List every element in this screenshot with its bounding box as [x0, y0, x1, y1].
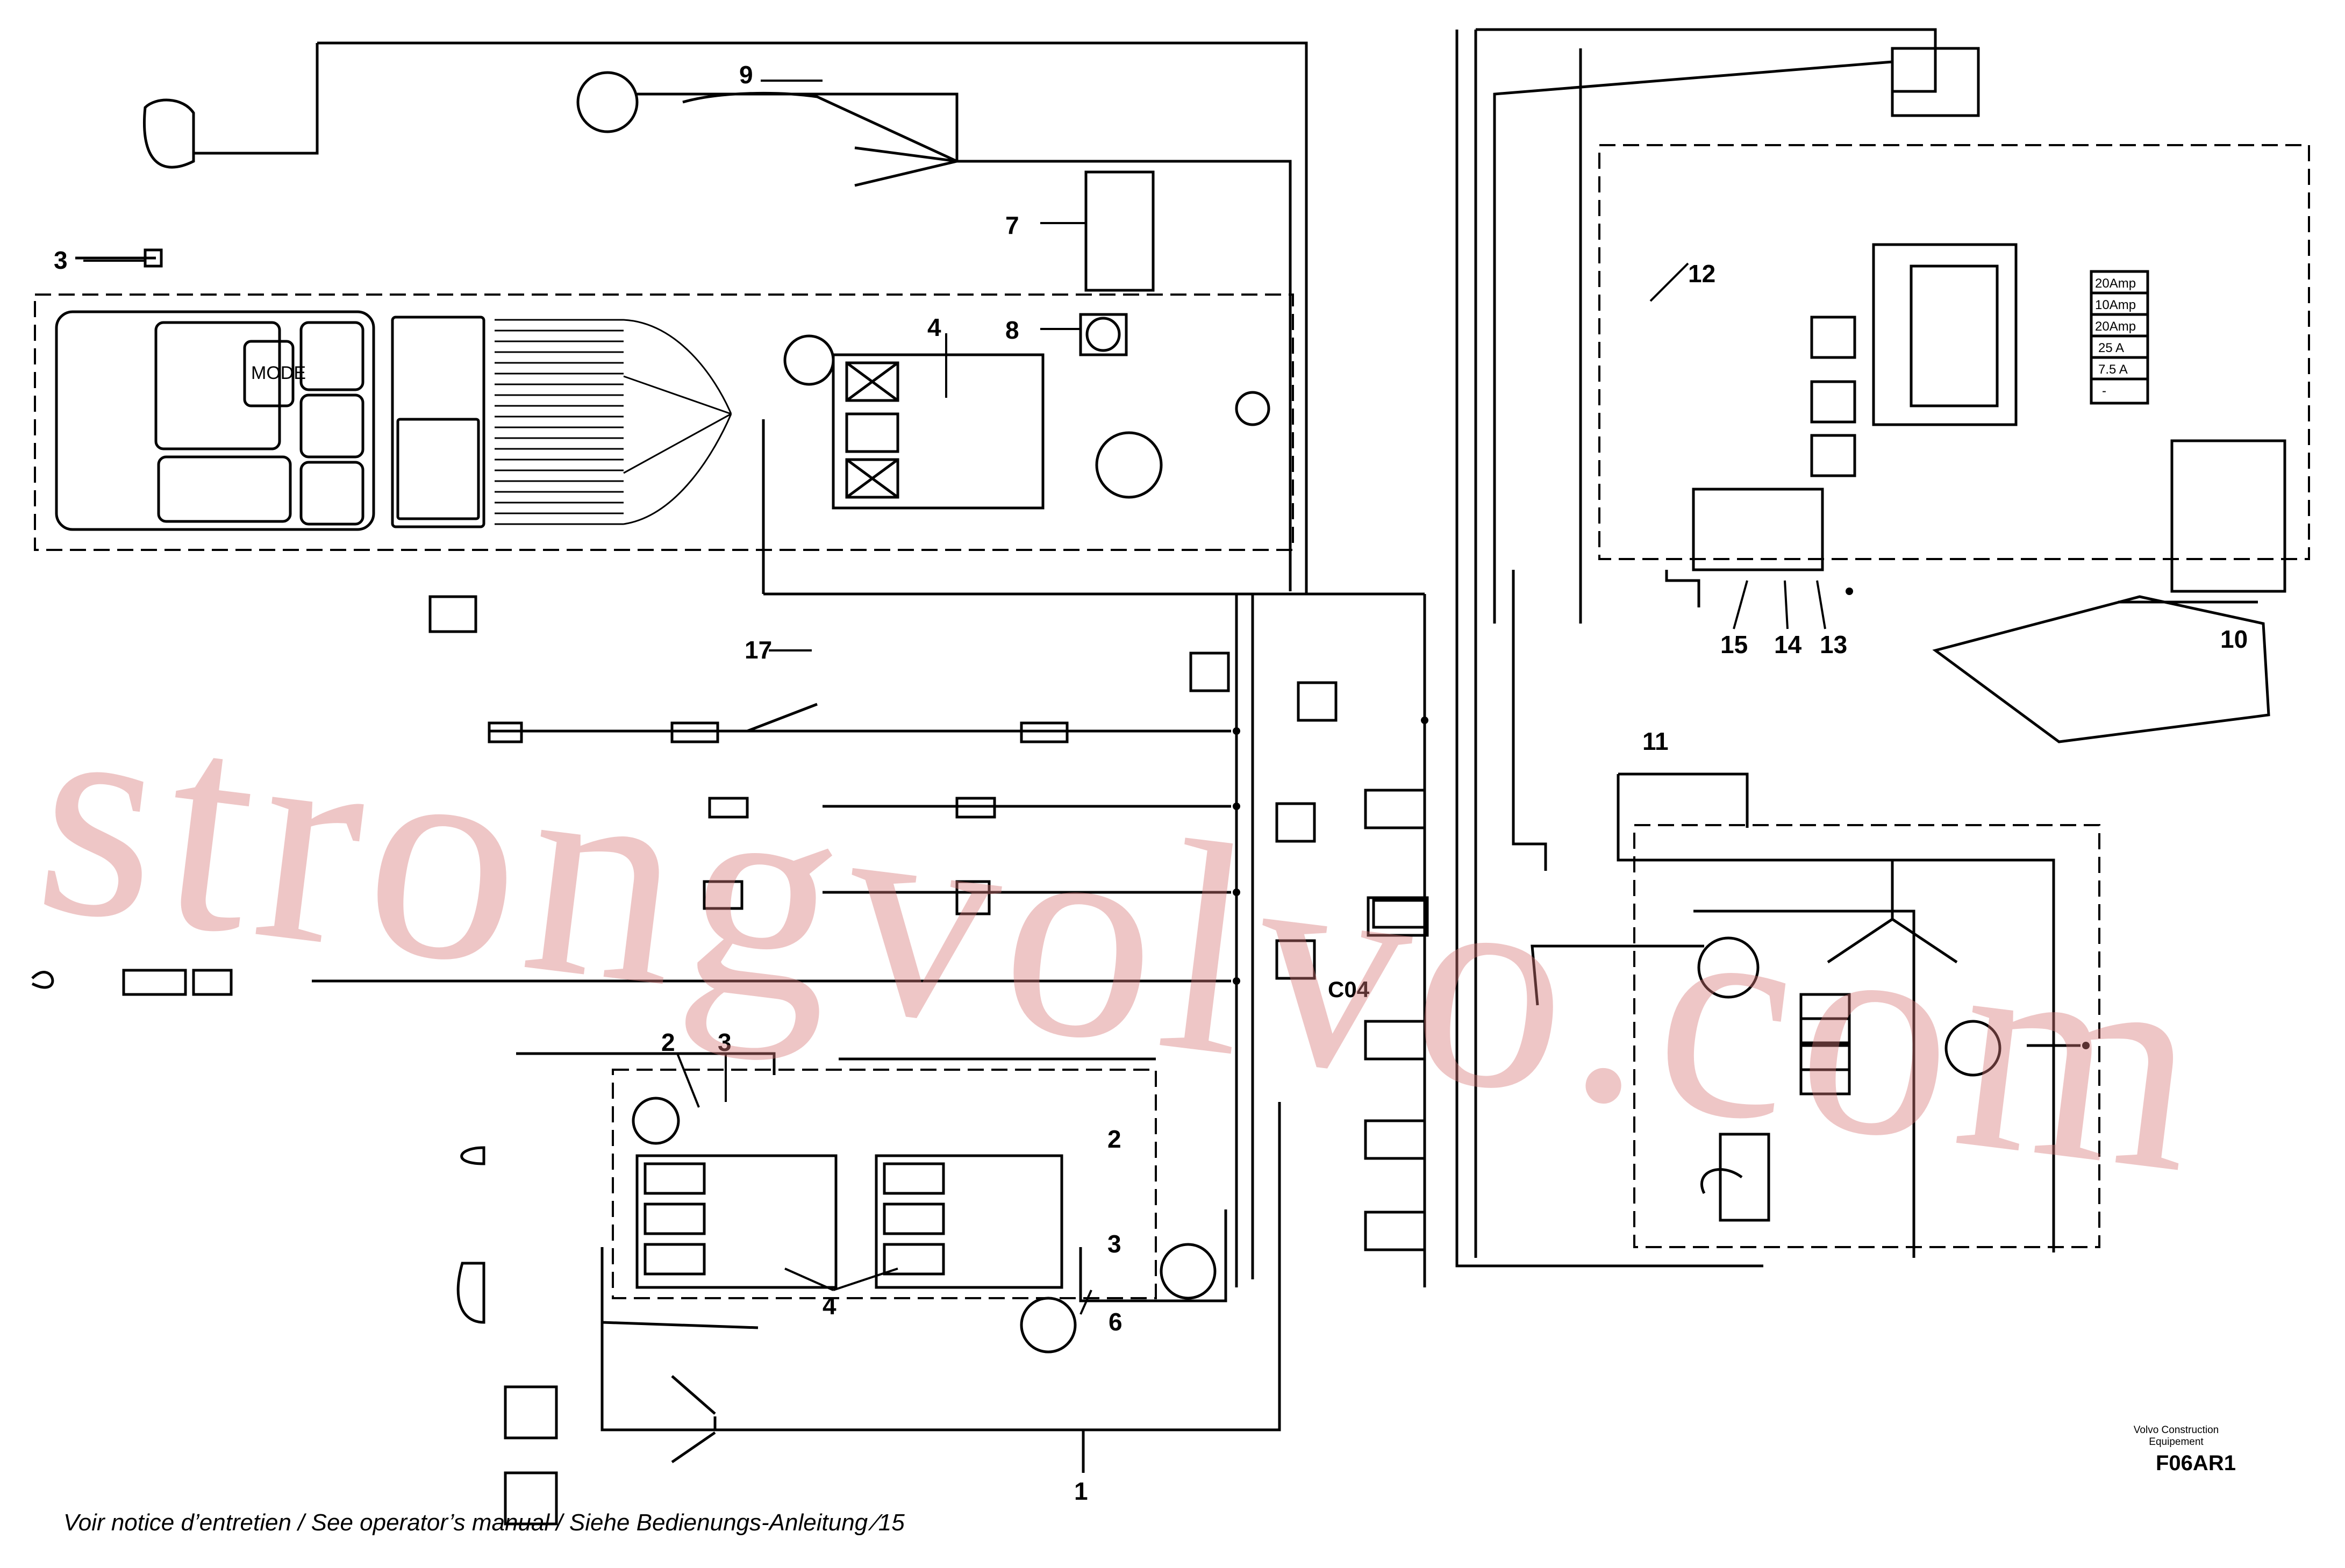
callout-10: 10: [2220, 625, 2248, 653]
manual-reference-caption: Voir notice d’entretien / See operator’s…: [63, 1509, 905, 1536]
instrument-panel-frame: [34, 293, 1294, 551]
fuse-rating-1: 20Amp: [2095, 276, 2136, 291]
brand-line-2: Equipement: [2149, 1436, 2204, 1448]
callout-12: 12: [1688, 260, 1715, 288]
callout-1: 1: [1074, 1477, 1088, 1505]
connector-c04-label: C04: [1328, 977, 1370, 1002]
callout-15: 15: [1720, 631, 1748, 658]
callout-14: 14: [1774, 631, 1802, 658]
fuse-rating-5: 7.5 A: [2098, 362, 2128, 377]
figure-reference-code: F06AR1: [2156, 1451, 2236, 1475]
callout-17: 17: [745, 636, 772, 664]
callout-6: 6: [1109, 1308, 1123, 1336]
callout-9: 9: [739, 61, 753, 89]
callout-3b: 3: [718, 1028, 732, 1056]
callout-8: 8: [1005, 316, 1019, 344]
control-connector: [391, 316, 485, 528]
callout-7: 7: [1005, 211, 1019, 239]
callout-3c: 3: [1107, 1230, 1121, 1258]
display-module: [55, 310, 375, 531]
callout-2b: 2: [1107, 1125, 1121, 1153]
callout-2: 2: [661, 1028, 675, 1056]
fuse-rating-4: 25 A: [2098, 341, 2124, 355]
display-mode-label: MODE: [251, 363, 306, 383]
brand-note: Volvo Construction Equipement: [2133, 1424, 2219, 1448]
brand-line-1: Volvo Construction: [2133, 1424, 2219, 1436]
callout-13: 13: [1820, 631, 1847, 658]
callout-4: 4: [927, 313, 941, 341]
callout-3: 3: [54, 246, 68, 274]
fuse-rating-6: -: [2102, 384, 2106, 398]
callout-11: 11: [1642, 727, 1669, 755]
fuse-box-frame: [1598, 144, 2310, 560]
fuse-rating-2: 10Amp: [2095, 298, 2136, 312]
callout-4b: 4: [823, 1292, 837, 1320]
lower-right-frame: [1633, 824, 2100, 1248]
fuse-rating-3: 20Amp: [2095, 319, 2136, 334]
lower-relay-frame: [612, 1069, 1157, 1299]
